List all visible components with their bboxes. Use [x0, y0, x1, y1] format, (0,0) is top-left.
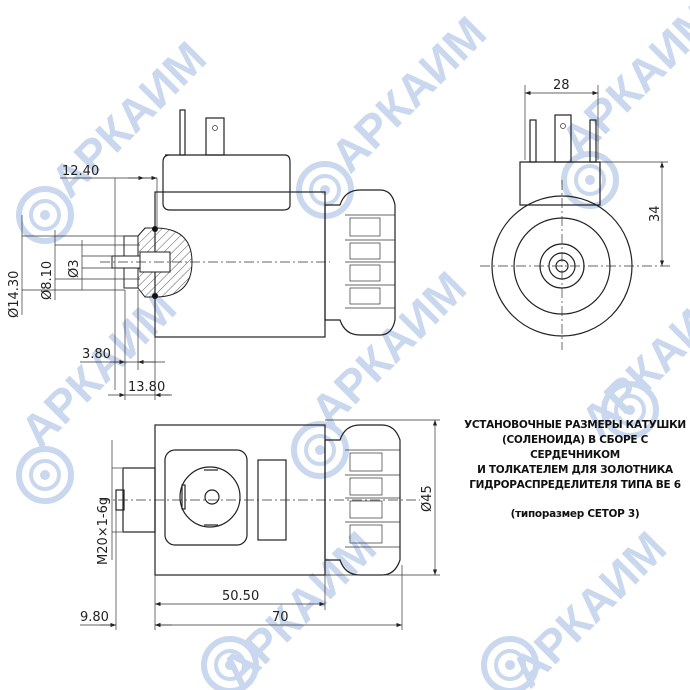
front-view: 28 34 — [480, 78, 670, 350]
dim-dia-8-10: Ø8.10 — [40, 261, 55, 300]
dim-dia-45: Ø45 — [420, 485, 435, 512]
caption-line: (СОЛЕНОИДА) В СБОРЕ С СЕРДЕЧНИКОМ — [502, 434, 648, 461]
watermark-text: АРКАИМ — [320, 6, 496, 182]
dim-thread-m20: M20×1-6g — [96, 497, 111, 565]
top-view: M20×1-6g Ø45 9.80 50.50 70 — [80, 419, 440, 630]
dim-dia-14-30: Ø14.30 — [7, 271, 22, 318]
side-view-section: 12.40 Ø14.30 Ø8.10 Ø3 3.80 13.80 — [7, 109, 396, 400]
dim-9-80: 9.80 — [80, 610, 109, 625]
dim-12-40: 12.40 — [62, 164, 99, 179]
caption-subtitle: (типоразмер CETOP 3) — [510, 508, 640, 520]
dim-34: 34 — [648, 205, 663, 222]
watermark-text: АРКАИМ — [40, 31, 216, 207]
dim-28: 28 — [553, 78, 570, 93]
watermark-text: АРКАИМ — [500, 521, 676, 690]
dim-dia-3: Ø3 — [67, 259, 82, 278]
caption-line: И ТОЛКАТЕЛЕМ ДЛЯ ЗОЛОТНИКА — [477, 464, 673, 476]
dim-3-80: 3.80 — [82, 347, 111, 362]
dim-70: 70 — [272, 610, 289, 625]
watermark-layer: АРКАИМ АРКАИМ АРКАИМ АРКАИМ АРКАИМ АРКАИ… — [10, 0, 690, 690]
watermark-logo-icon — [19, 189, 71, 241]
watermark-text: АРКАИМ — [10, 281, 186, 457]
watermark-text: АРКАИМ — [210, 521, 386, 690]
watermark-text: АРКАИМ — [300, 261, 476, 437]
dim-50-50: 50.50 — [222, 589, 259, 604]
dim-13-80: 13.80 — [128, 380, 165, 395]
caption-line: ГИДРОРАСПРЕДЕЛИТЕЛЯ ТИПА ВЕ 6 — [469, 479, 681, 491]
caption-line: УСТАНОВОЧНЫЕ РАЗМЕРЫ КАТУШКИ — [464, 419, 686, 431]
drawing-caption: УСТАНОВОЧНЫЕ РАЗМЕРЫ КАТУШКИ (СОЛЕНОИДА)… — [462, 418, 688, 522]
